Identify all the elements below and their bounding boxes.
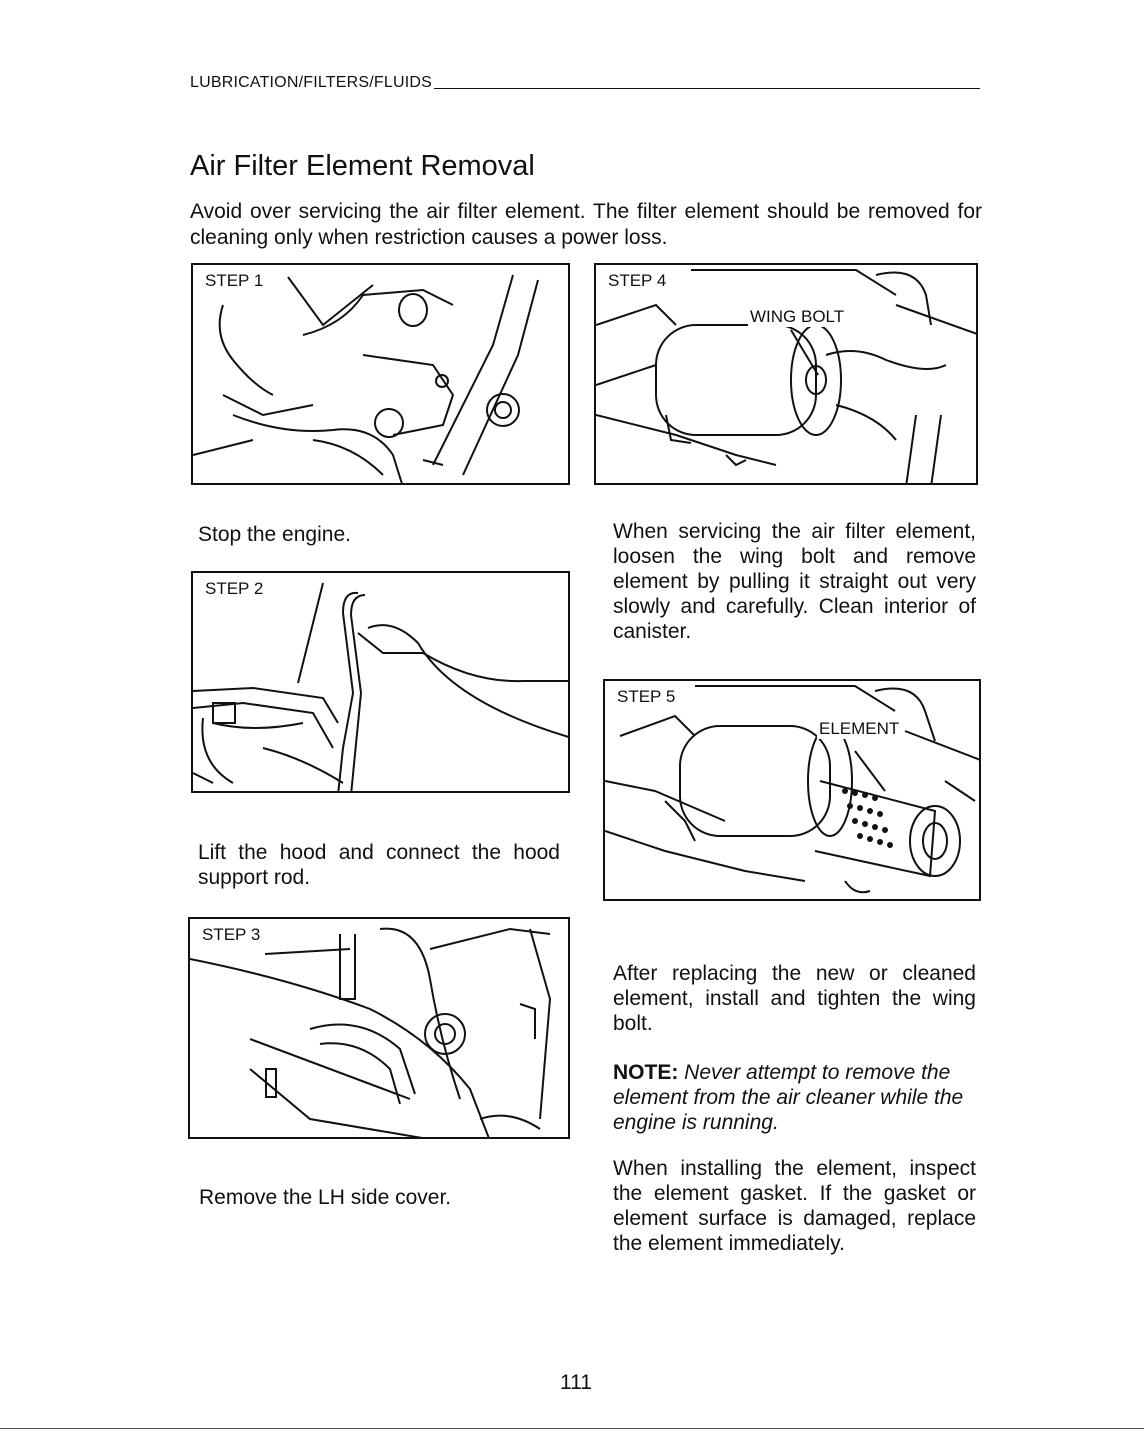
- page-number: 111: [560, 1371, 592, 1394]
- intro-paragraph: Avoid over servicing the air filter elem…: [190, 200, 982, 249]
- header-rule: [433, 88, 980, 89]
- step-5-illustration: STEP 5 ELEMENT: [603, 679, 981, 901]
- step-4-illustration: STEP 4 WING BOLT: [594, 263, 978, 485]
- step-3-illustration: STEP 3: [188, 917, 570, 1139]
- step-1-drawing: [193, 274, 539, 483]
- page-title: Air Filter Element Removal: [190, 150, 535, 182]
- wing-bolt-callout: WING BOLT: [748, 307, 847, 327]
- step-3-drawing: [190, 927, 552, 1137]
- section-header-label: LUBRICATION/FILTERS/FLUIDS: [190, 74, 432, 91]
- step-1-caption: Stop the engine.: [198, 523, 351, 546]
- step-4-caption: When servicing the air filter element, l…: [613, 520, 976, 643]
- step-2-illustration: STEP 2: [191, 571, 570, 793]
- note-paragraph: NOTE: Never attempt to remove the elemen…: [613, 1060, 978, 1135]
- step-5-drawing: [605, 685, 979, 894]
- step-3-label: STEP 3: [200, 925, 263, 945]
- note-label: NOTE:: [613, 1061, 679, 1084]
- step-4-label: STEP 4: [606, 271, 669, 291]
- step-2-label: STEP 2: [203, 579, 266, 599]
- step-2-drawing: [193, 582, 568, 791]
- note-text: Never attempt to remove the element from…: [613, 1061, 964, 1134]
- step-1-illustration: STEP 1: [191, 263, 570, 485]
- step-5-caption: After replacing the new or cleaned eleme…: [613, 962, 976, 1035]
- step-1-label: STEP 1: [203, 271, 266, 291]
- step-2-caption: Lift the hood and connect the hood suppo…: [198, 841, 560, 889]
- section-header: LUBRICATION/FILTERS/FLUIDS: [190, 70, 980, 92]
- step-3-caption: Remove the LH side cover.: [199, 1186, 452, 1209]
- bottom-rule: [0, 1428, 1144, 1429]
- step-5-label: STEP 5: [615, 687, 678, 707]
- element-callout: ELEMENT: [817, 719, 902, 739]
- step-4-drawing: [596, 269, 976, 483]
- gasket-inspection-paragraph: When installing the element, inspect the…: [613, 1157, 976, 1255]
